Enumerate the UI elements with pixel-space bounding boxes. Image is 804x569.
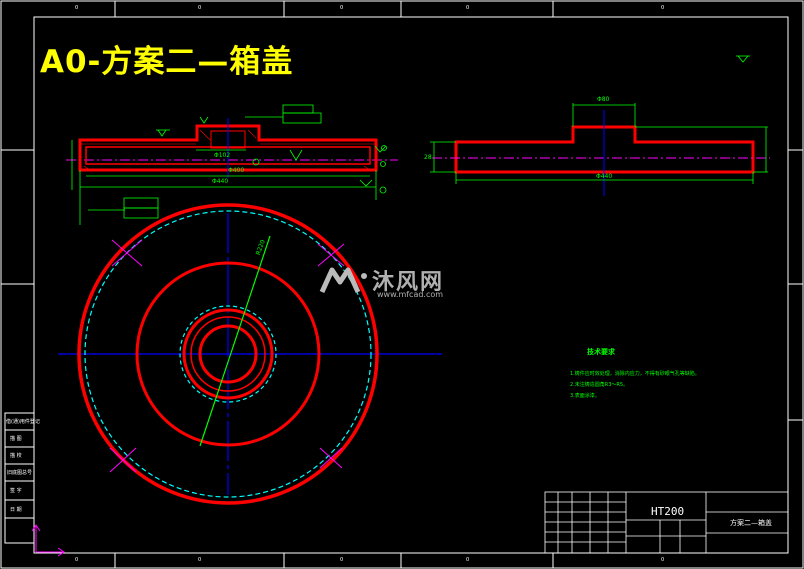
dim-right-top: Φ80	[597, 96, 610, 103]
side-table-row: 描 图	[10, 436, 22, 442]
tech-req-item: 1.铸件应时效处理，消除内应力，不得有砂眼气孔等缺陷。	[570, 371, 700, 377]
inner-frame	[33, 16, 789, 554]
watermark-logo-icon	[319, 267, 367, 294]
title-block	[544, 491, 789, 554]
zone-label-bottom-3: 0	[340, 557, 344, 563]
dim-front-hub: Φ102	[214, 152, 231, 159]
tech-req-item: 3.表面涂漆。	[570, 393, 600, 399]
dim-front-inner: Φ400	[228, 167, 245, 174]
right-outline	[454, 125, 755, 174]
drawing-title: A0-方案二—箱盖	[40, 44, 294, 80]
inner-boundary	[135, 261, 321, 447]
zone-label-bottom-1: 0	[75, 557, 79, 563]
dim-right-height: 28	[424, 154, 432, 161]
zone-label-top-2: 0	[198, 5, 202, 11]
dim-front-width: Φ440	[212, 178, 229, 185]
side-table-row: 描 校	[10, 453, 22, 459]
side-table-row: 旧底图总号	[7, 470, 33, 476]
zone-label-bottom-4: 0	[466, 557, 470, 563]
ucs-icon	[31, 524, 65, 557]
hub-bore	[198, 324, 258, 384]
side-table	[4, 412, 35, 544]
front-view	[66, 104, 398, 225]
watermark-text: 沐风网	[372, 270, 445, 295]
bolt-circle	[84, 210, 372, 498]
dim-right-bottom: Φ440	[596, 173, 613, 180]
hub-dashed	[179, 305, 277, 403]
right-view	[430, 55, 770, 196]
side-table-row: 签 字	[10, 488, 22, 494]
front-hub-hatch	[210, 130, 246, 149]
zone-label-top-1: 0	[75, 5, 79, 11]
front-outline	[78, 124, 378, 172]
radius-leader	[199, 235, 271, 447]
hub-mid	[190, 316, 266, 392]
watermark-url: www.mfcad.com	[377, 290, 444, 299]
zone-label-top-5: 0	[661, 5, 665, 11]
side-table-row: 借(通)用件登记	[6, 419, 40, 425]
zone-label-top-3: 0	[340, 5, 344, 11]
zone-label-top-4: 0	[466, 5, 470, 11]
tech-req-heading: 技术要求	[587, 348, 615, 356]
zone-label-bottom-2: 0	[198, 557, 202, 563]
material-label: HT200	[651, 505, 685, 518]
zone-label-bottom-5: 0	[661, 557, 665, 563]
drawing-name: 方案二—箱盖	[730, 519, 772, 527]
hub-outer	[182, 308, 274, 400]
outer-flange	[77, 203, 379, 505]
tech-req-item: 2.未注铸造圆角R3～R5。	[570, 382, 629, 388]
top-view	[58, 203, 442, 505]
side-table-row: 日 期	[10, 507, 22, 513]
